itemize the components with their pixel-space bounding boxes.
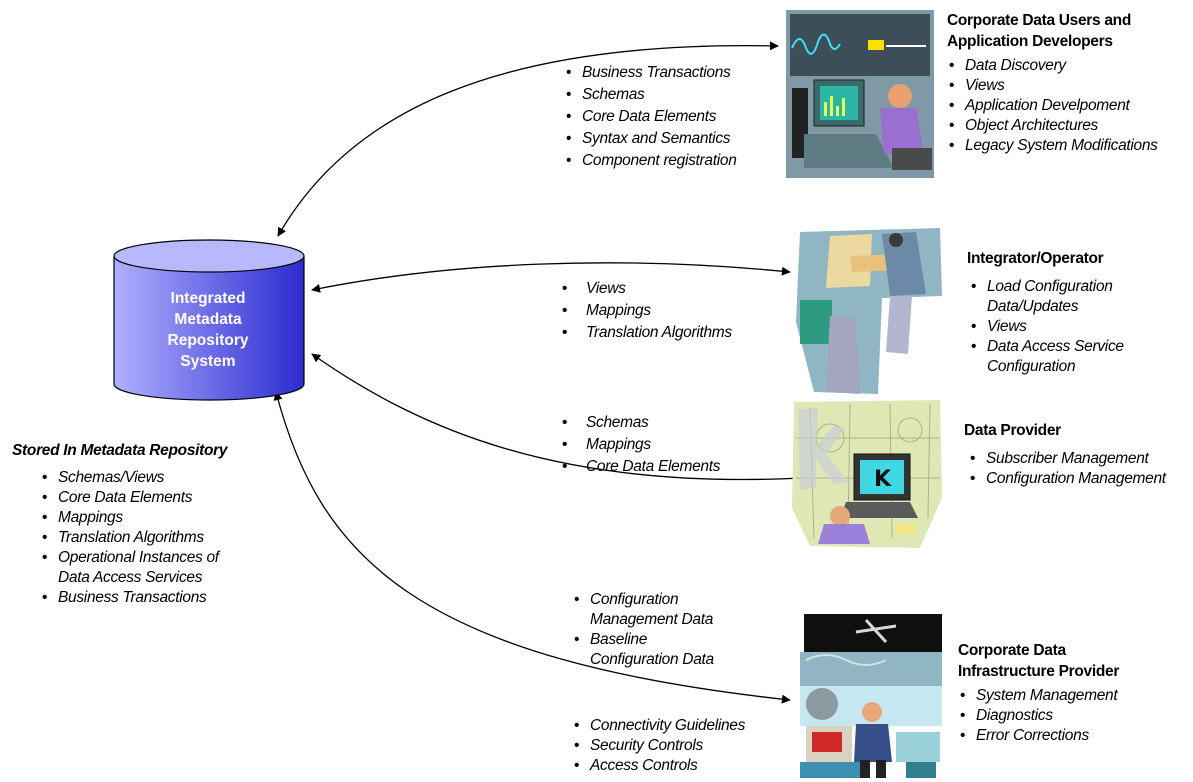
list-item: Baseline (574, 630, 714, 650)
integrator-illustration (796, 228, 942, 394)
list-item: Security Controls (574, 736, 745, 756)
users-illustration (786, 10, 934, 178)
repository-cylinder (113, 239, 305, 401)
actor-title: Application Developers (947, 33, 1113, 50)
list-item: Load Configuration (971, 277, 1124, 297)
list-item: Configuration Management (970, 469, 1166, 489)
actor-title: Integrator/Operator (967, 250, 1104, 267)
flow-list-infra-top: Configuration Management Data Baseline C… (574, 590, 714, 670)
list-item: Core Data Elements (562, 456, 720, 478)
list-item: Connectivity Guidelines (574, 716, 745, 736)
actor-provider: Data Provider Subscriber Management Conf… (964, 420, 1166, 489)
list-item: Mappings (562, 300, 732, 322)
list-item: Translation Algorithms (42, 528, 227, 548)
list-item: Object Architectures (949, 116, 1158, 136)
list-item: Error Corrections (960, 726, 1119, 746)
list-item: Syntax and Semantics (566, 128, 737, 150)
repository-label: Integrated Metadata Repository System (113, 288, 303, 372)
list-item: Operational Instances of (42, 548, 227, 568)
actor-users-list: Data Discovery Views Application Develpo… (949, 56, 1158, 156)
actor-integrator-list: Load Configuration Data/Updates Views Da… (971, 277, 1124, 377)
list-item: Configuration Data (590, 651, 714, 668)
provider-illustration: K (792, 400, 942, 548)
list-item: Component registration (566, 150, 737, 172)
repository-label-line: Integrated (170, 290, 246, 307)
actor-title: Corporate Data Users and (947, 12, 1132, 29)
arrow-infra (273, 391, 791, 704)
list-item: Data Discovery (949, 56, 1158, 76)
list-item: Mappings (42, 508, 227, 528)
list-item: Configuration (987, 358, 1076, 375)
actor-integrator: Integrator/Operator Load Configuration D… (967, 248, 1124, 377)
list-item: Core Data Elements (42, 488, 227, 508)
list-item: System Management (960, 686, 1119, 706)
flow-list-integrator: Views Mappings Translation Algorithms (562, 278, 732, 344)
flow-list-users: Business Transactions Schemas Core Data … (566, 62, 737, 172)
actor-title: Infrastructure Provider (958, 663, 1120, 680)
arrow-provider (311, 353, 803, 483)
actor-infra-list: System Management Diagnostics Error Corr… (960, 686, 1119, 746)
svg-text:K: K (874, 467, 892, 492)
list-item: Data Access Services (58, 569, 203, 586)
list-item: Views (949, 76, 1158, 96)
actor-provider-list: Subscriber Management Configuration Mana… (970, 449, 1166, 489)
infra-illustration (800, 614, 942, 778)
stored-title: Stored In Metadata Repository (12, 442, 228, 459)
list-item: Mappings (562, 434, 720, 456)
list-item: Business Transactions (566, 62, 737, 84)
list-item: Views (562, 278, 732, 300)
list-item: Data Access Service (971, 337, 1124, 357)
actor-users: Corporate Data Users and Application Dev… (947, 10, 1158, 156)
actor-title: Data Provider (964, 422, 1061, 439)
stored-list: Schemas/Views Core Data Elements Mapping… (42, 468, 227, 608)
list-item: Access Controls (574, 756, 745, 776)
list-item: Schemas (562, 412, 720, 434)
list-item: Subscriber Management (970, 449, 1166, 469)
arrow-users (277, 41, 779, 237)
list-item: Configuration (574, 590, 714, 610)
list-item: Diagnostics (960, 706, 1119, 726)
list-item: Translation Algorithms (562, 322, 732, 344)
repository-label-line: Metadata (174, 311, 242, 328)
list-item: Data/Updates (987, 298, 1079, 315)
list-item: Management Data (590, 611, 714, 628)
list-item: Core Data Elements (566, 106, 737, 128)
repository-label-line: Repository (167, 332, 249, 349)
actor-infra: Corporate Data Infrastructure Provider S… (958, 640, 1119, 746)
actor-title: Corporate Data (958, 642, 1066, 659)
stored-section: Stored In Metadata Repository Schemas/Vi… (12, 442, 228, 608)
list-item: Schemas/Views (42, 468, 227, 488)
list-item: Legacy System Modifications (949, 136, 1158, 156)
list-item: Application Develpoment (949, 96, 1158, 116)
repository-label-line: System (180, 353, 236, 370)
arrow-integrator (311, 262, 791, 293)
list-item: Schemas (566, 84, 737, 106)
flow-list-provider: Schemas Mappings Core Data Elements (562, 412, 720, 478)
list-item: Business Transactions (42, 588, 227, 608)
list-item: Views (971, 317, 1124, 337)
flow-list-infra-bottom: Connectivity Guidelines Security Control… (574, 716, 745, 776)
